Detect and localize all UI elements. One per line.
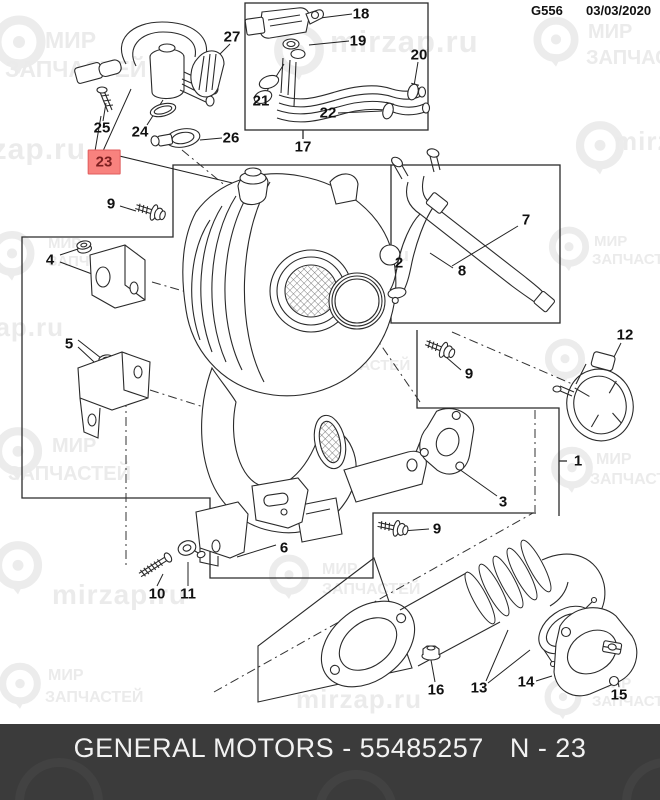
coolant-pipe-assembly (387, 148, 556, 313)
figure-date: 03/03/2020 (586, 3, 652, 18)
washer-11 (177, 540, 206, 559)
vband-clamp-12 (552, 351, 634, 442)
bracket-5 (77, 351, 151, 439)
footer-title: GENERAL MOTORS - 55485257 N - 23 (0, 733, 660, 764)
screw-10 (138, 552, 173, 578)
bracket-6 (195, 477, 309, 567)
flange-gasket-3 (419, 407, 475, 475)
nut-16 (421, 645, 441, 661)
bolt-9-bottom (377, 519, 409, 537)
turbo-outlet-gasket (328, 272, 386, 330)
outlet-gasket-14 (553, 607, 638, 697)
map-sensor-hose-assembly (244, 7, 431, 123)
footer-main: GENERAL MOTORS - 55485257 (73, 733, 484, 763)
footer-page-ref: N - 23 (509, 733, 587, 763)
construction-lines (125, 149, 601, 693)
figure-code: G556 (531, 3, 563, 18)
footer-band: GENERAL MOTORS - 55485257 N - 23 (0, 724, 660, 800)
bolt-9-right (424, 340, 456, 359)
bracket-4 (76, 240, 146, 309)
vent-tube-assembly (74, 21, 225, 148)
clip-nut-15 (602, 640, 623, 655)
downpipe-assembly (257, 539, 606, 703)
bolt-9-top (135, 203, 166, 221)
